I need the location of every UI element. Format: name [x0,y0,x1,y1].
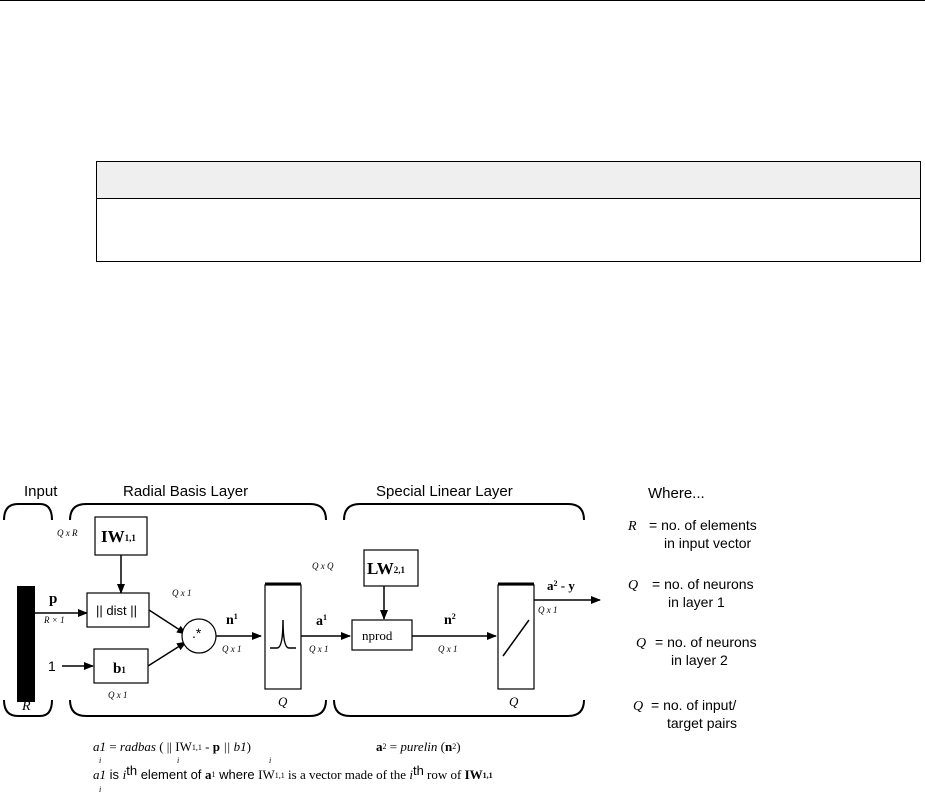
iw-label: IW1,1 [101,527,136,546]
top-rule [0,0,925,1]
a1-label: a1 [316,613,327,629]
note-heading [97,162,920,199]
radial-brace-top [69,503,327,521]
radbas-icon [270,619,296,649]
eq1-i-sub-a: i [99,756,101,765]
purelin-dim-label: Q [509,694,519,709]
lw-weight-block [363,549,419,587]
multiply-symbol: .* [192,625,202,641]
linear-brace-bottom [333,699,585,717]
one-input-label: 1 [48,658,56,674]
legend-q3-line1: = no. of input/ [651,697,736,713]
dist-out-size-label: Q x 1 [172,588,192,598]
legend-title: Where... [648,485,705,502]
bias-block [93,648,149,684]
legend-q3-line2: target pairs [667,715,737,731]
lw-size-label: Q x Q [312,561,334,571]
output-label: a2 - y [547,578,575,593]
n2-size-label: Q x 1 [438,644,458,654]
input-brace-bottom [3,699,53,717]
note-body [97,199,920,215]
dist-to-mult-arrow [148,609,187,635]
legend-q1-line1: = no. of neurons [652,576,754,592]
legend-r-line1: = no. of elements [649,517,757,533]
n1-label: n1 [226,612,238,628]
bias-to-mult-arrow [147,641,187,667]
grnn-architecture-diagram: Input Radial Basis Layer Special Linear … [3,483,757,794]
radbas-transfer-block [264,584,302,690]
input-group-label: Input [24,483,58,500]
bias-size-label: Q x 1 [108,690,128,700]
input-brace-top [3,503,53,521]
lw-label: LW2,1 [367,559,406,578]
nprod-block [351,619,413,651]
legend-sym-r: R [627,519,637,534]
p-size-label: R × 1 [43,615,65,625]
eq1-i-sub-iw: i [177,756,179,765]
input-vector-bar [17,586,35,702]
legend-sym-q3: Q [633,699,643,714]
p-label: p [49,591,57,607]
eq3-i-sub-a: i [99,785,101,794]
n1-size-label: Q x 1 [222,644,242,654]
equation-purelin: a2 = purelin (n2) [376,739,461,754]
input-dim-label: R [21,699,31,714]
legend-r-line2: in input vector [664,535,751,551]
legend-sym-q2: Q [636,636,646,651]
linear-layer-label: Special Linear Layer [376,483,513,500]
radial-layer-label: Radial Basis Layer [123,483,248,500]
legend-q1-line2: in layer 1 [668,594,725,610]
linear-brace-top [343,503,585,521]
iw-weight-block [94,516,148,556]
note-box [96,161,921,262]
legend-q2-line2: in layer 2 [671,652,728,668]
bias-label: b1 [113,661,126,677]
output-size-label: Q x 1 [538,605,558,615]
dist-label: || dist || [96,603,137,618]
equation-description: a1 is ith element of a1 where IW1,1 is a… [93,763,493,782]
iw-size-label: Q x R [57,528,78,538]
n2-label: n2 [444,612,456,628]
nprod-label: nprod [362,628,393,643]
legend-sym-q1: Q [628,578,638,593]
purelin-icon [502,619,530,657]
legend-q2-line1: = no. of neurons [655,634,757,650]
radbas-dim-label: Q [278,694,288,709]
equation-radbas: a1 = radbas ( || IW1,1 - p || b1) [93,739,251,754]
a1-size-label: Q x 1 [309,644,329,654]
eq1-i-sub-b: i [269,756,271,765]
radial-brace-bottom [69,699,327,717]
